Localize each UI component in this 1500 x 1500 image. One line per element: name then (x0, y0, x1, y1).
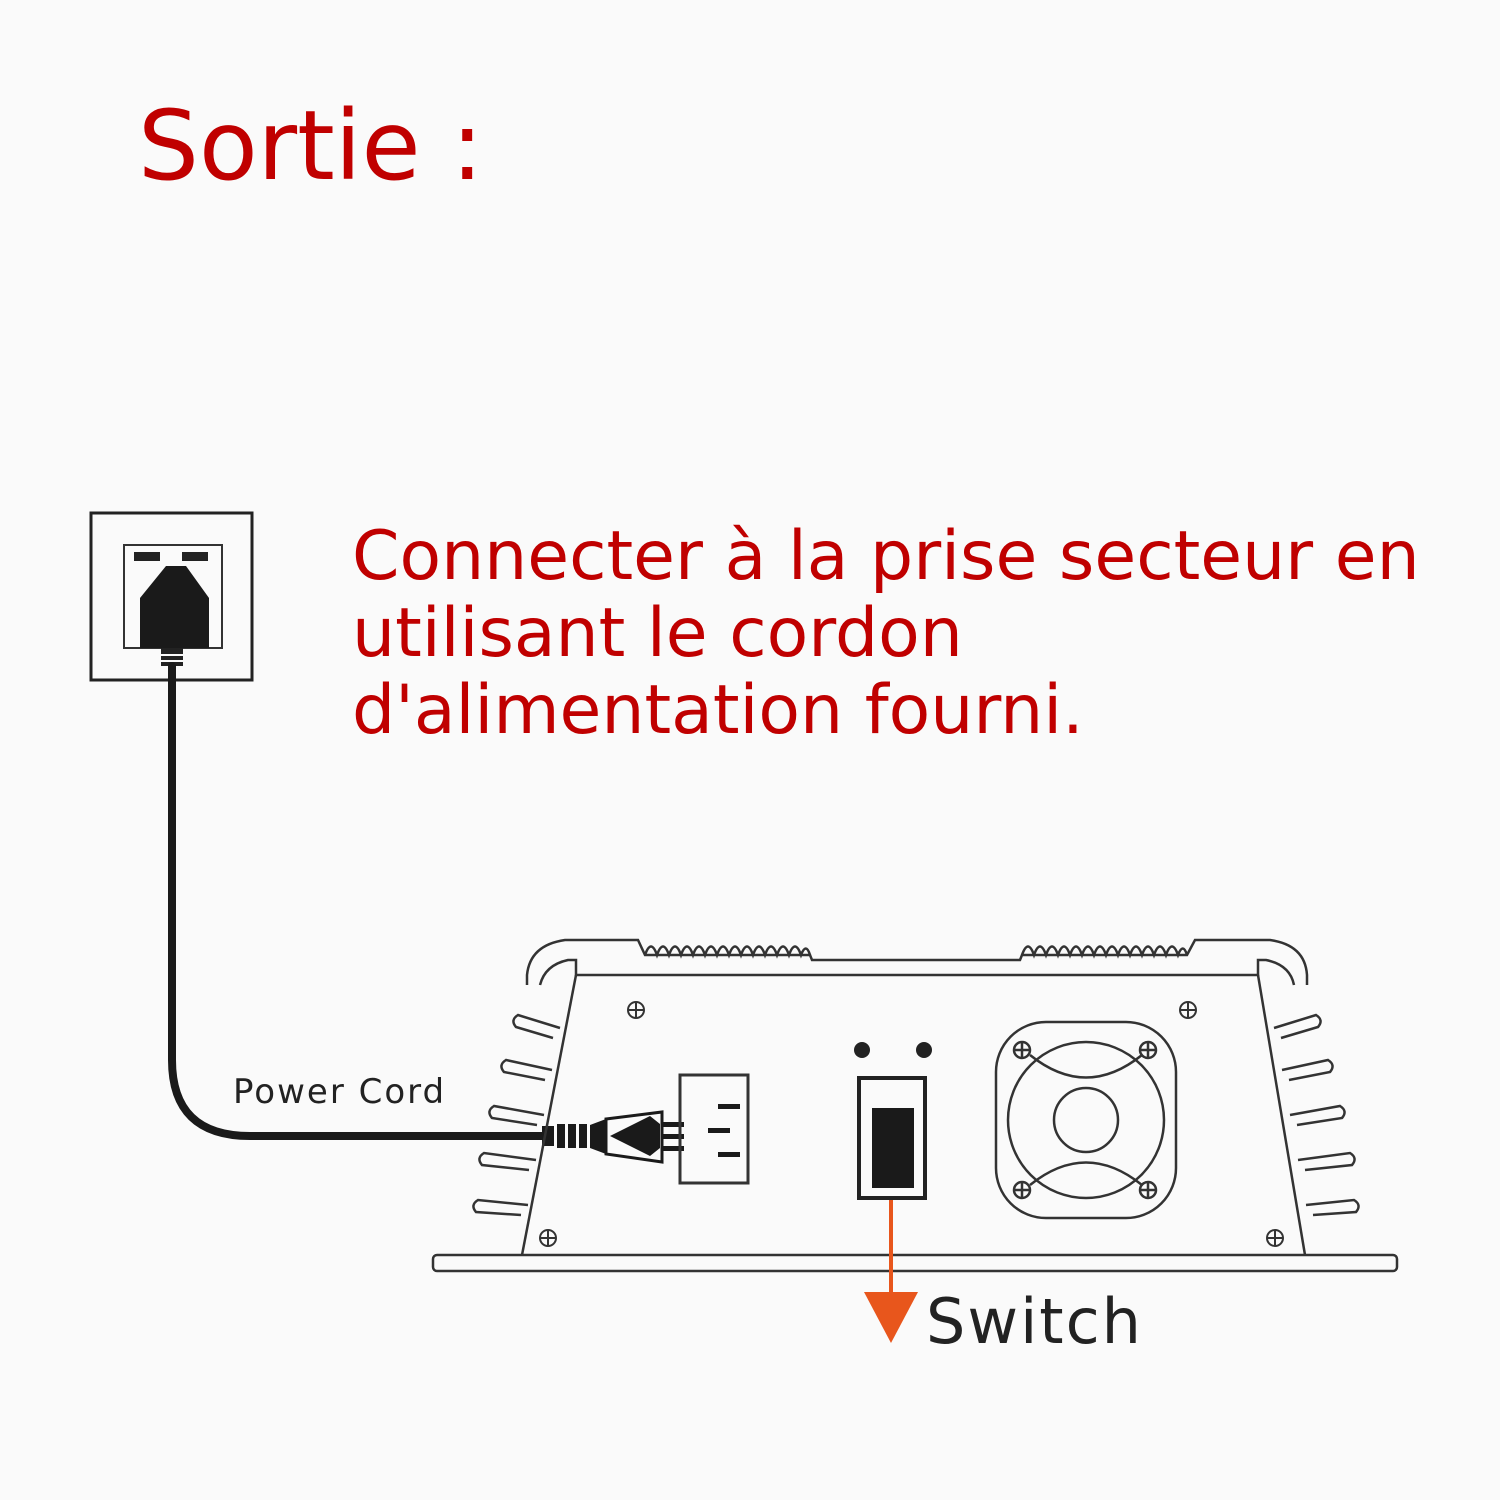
inverter-device-icon (431, 938, 1399, 1273)
indicator-lights (854, 1042, 932, 1058)
power-cord (168, 662, 552, 1140)
screw-icon (539, 1001, 1284, 1247)
cord-plug-icon (542, 1110, 684, 1164)
page-title: Sortie : (138, 90, 484, 202)
power-cord-label: Power Cord (233, 1072, 446, 1112)
instruction-line: utilisant le cordon (352, 594, 963, 673)
instruction-line: Connecter à la prise secteur en (352, 517, 1420, 596)
ac-inlet-pins (708, 1104, 740, 1157)
arrow-down-icon (864, 1200, 918, 1343)
fan-icon (994, 1020, 1178, 1220)
wall-socket-icon (89, 511, 254, 682)
instruction-text: Connecter à la prise secteur en utilisan… (352, 518, 1492, 749)
instruction-line: d'alimentation fourni. (352, 671, 1084, 750)
power-switch-icon (857, 1076, 927, 1200)
switch-label: Switch (926, 1285, 1143, 1358)
